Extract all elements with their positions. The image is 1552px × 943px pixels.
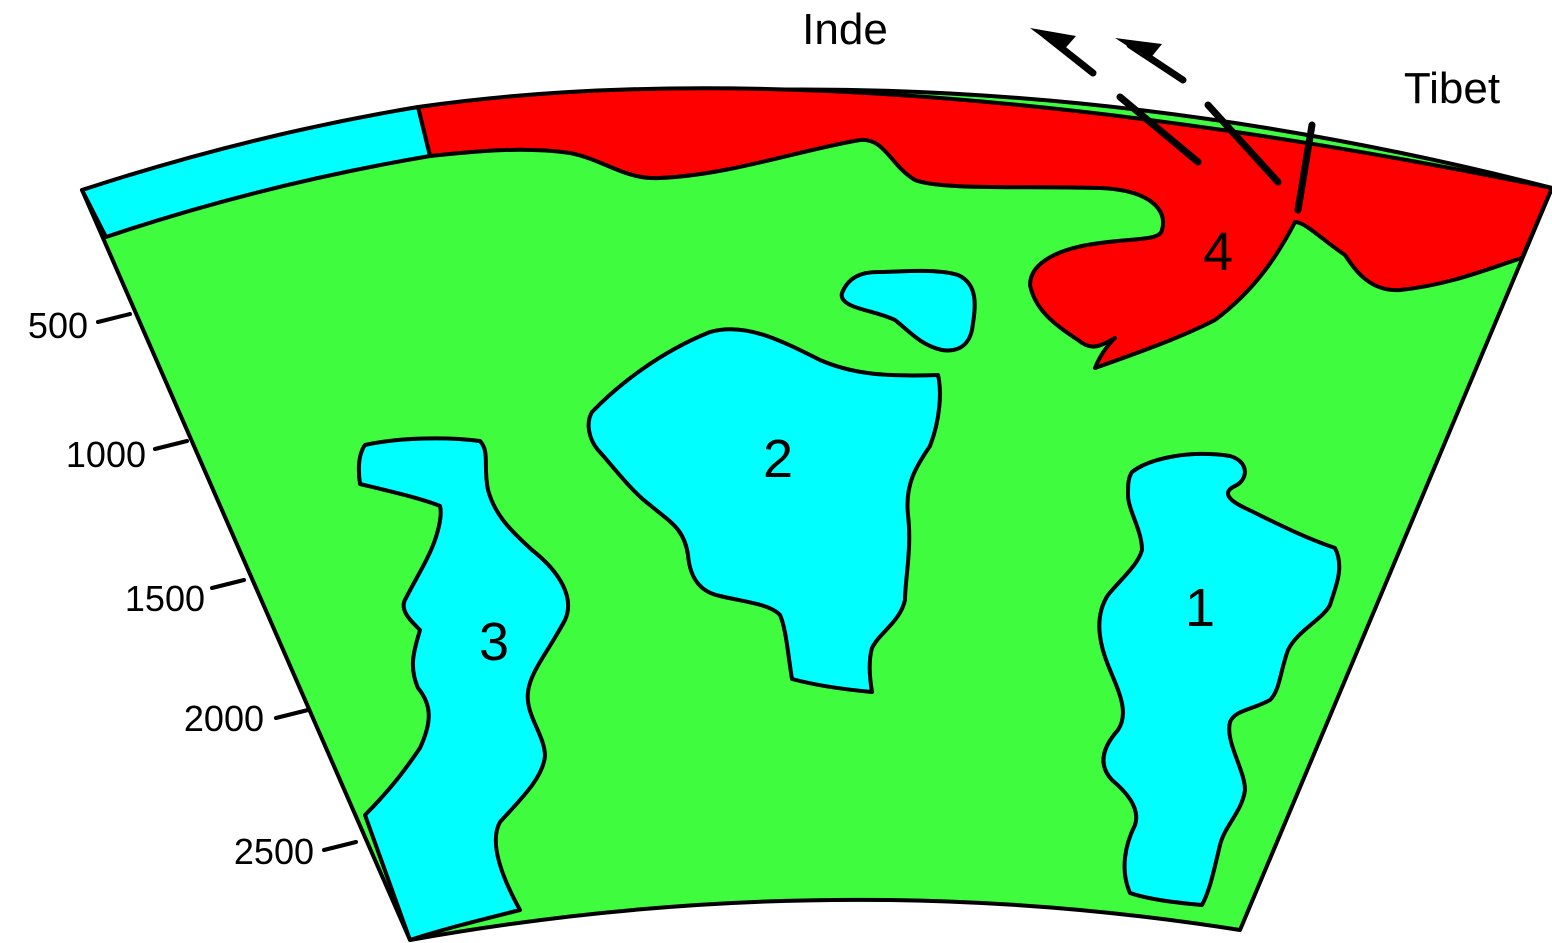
fault-line-3 [1294, 121, 1316, 214]
anomaly-label-2: 2 [763, 429, 793, 489]
anomaly-3-region [356, 436, 571, 942]
depth-tick-mark [322, 840, 358, 852]
anomaly-label-3: 3 [479, 612, 509, 672]
red-slab-region [416, 86, 1552, 370]
depth-tick-label: 1500 [125, 578, 205, 619]
depth-tick-label: 2500 [234, 831, 314, 872]
depth-tick-mark [274, 708, 310, 720]
fault-line-2 [1204, 101, 1282, 186]
depth-tick-label: 1000 [66, 434, 146, 475]
depth-tick-mark [153, 439, 189, 451]
depth-tick-mark [210, 578, 246, 590]
fault-line-1 [1116, 93, 1202, 166]
depth-tick-label: 500 [28, 305, 88, 346]
anomaly-label-4: 4 [1203, 222, 1233, 282]
surface-strip-cyan [80, 105, 432, 239]
small-anomaly-region [839, 268, 977, 353]
label-india: Inde [802, 5, 888, 54]
depth-tick-label: 2000 [184, 698, 264, 739]
motion-arrow-1 [1030, 28, 1097, 77]
depth-axis: 500 1000 1500 2000 2500 [28, 305, 358, 872]
motion-arrow-2 [1115, 38, 1187, 84]
anomaly-label-1: 1 [1185, 578, 1215, 638]
label-tibet: Tibet [1404, 64, 1500, 113]
anomaly-2-region [586, 327, 942, 694]
anomaly-1-region [1097, 452, 1342, 907]
depth-tick-mark [96, 312, 132, 324]
